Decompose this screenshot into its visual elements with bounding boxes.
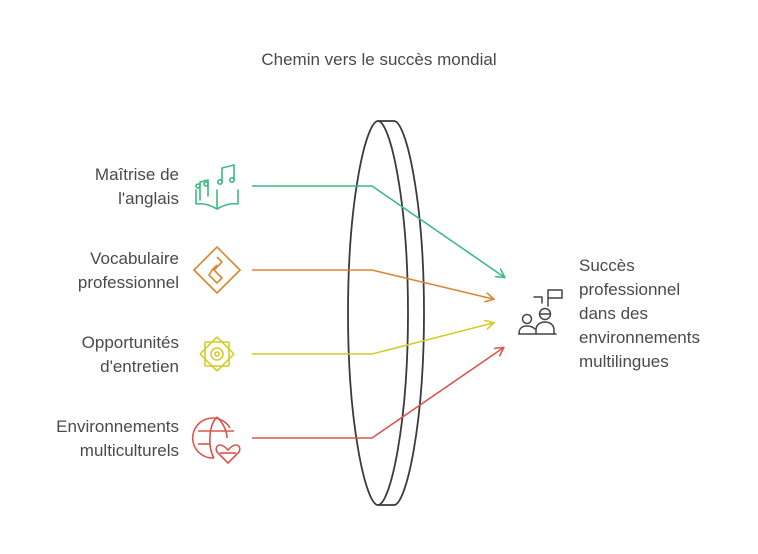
input-label-english: Maîtrise de l'anglais xyxy=(94,165,179,208)
input-label-vocabulary: Vocabulaire professionnel xyxy=(77,249,179,292)
outcome-label: Succès professionnel dans des environnem… xyxy=(579,256,700,371)
team-flag-icon xyxy=(518,289,563,335)
input-label-interviews: Opportunités d'entretien xyxy=(81,333,179,376)
globe-heart-icon xyxy=(191,416,241,464)
book-music-icon xyxy=(195,164,239,210)
lens-shape xyxy=(347,120,425,506)
connector-interviews xyxy=(252,323,493,355)
connector-vocabulary xyxy=(252,269,493,299)
connector-multicultural xyxy=(252,348,503,439)
diagram-title: Chemin vers le succès mondial xyxy=(261,50,497,69)
connector-english xyxy=(252,185,504,277)
input-label-multicultural: Environnements multiculturels xyxy=(56,417,179,460)
diamond-path-icon xyxy=(193,246,241,294)
flower-star-icon xyxy=(199,336,235,372)
